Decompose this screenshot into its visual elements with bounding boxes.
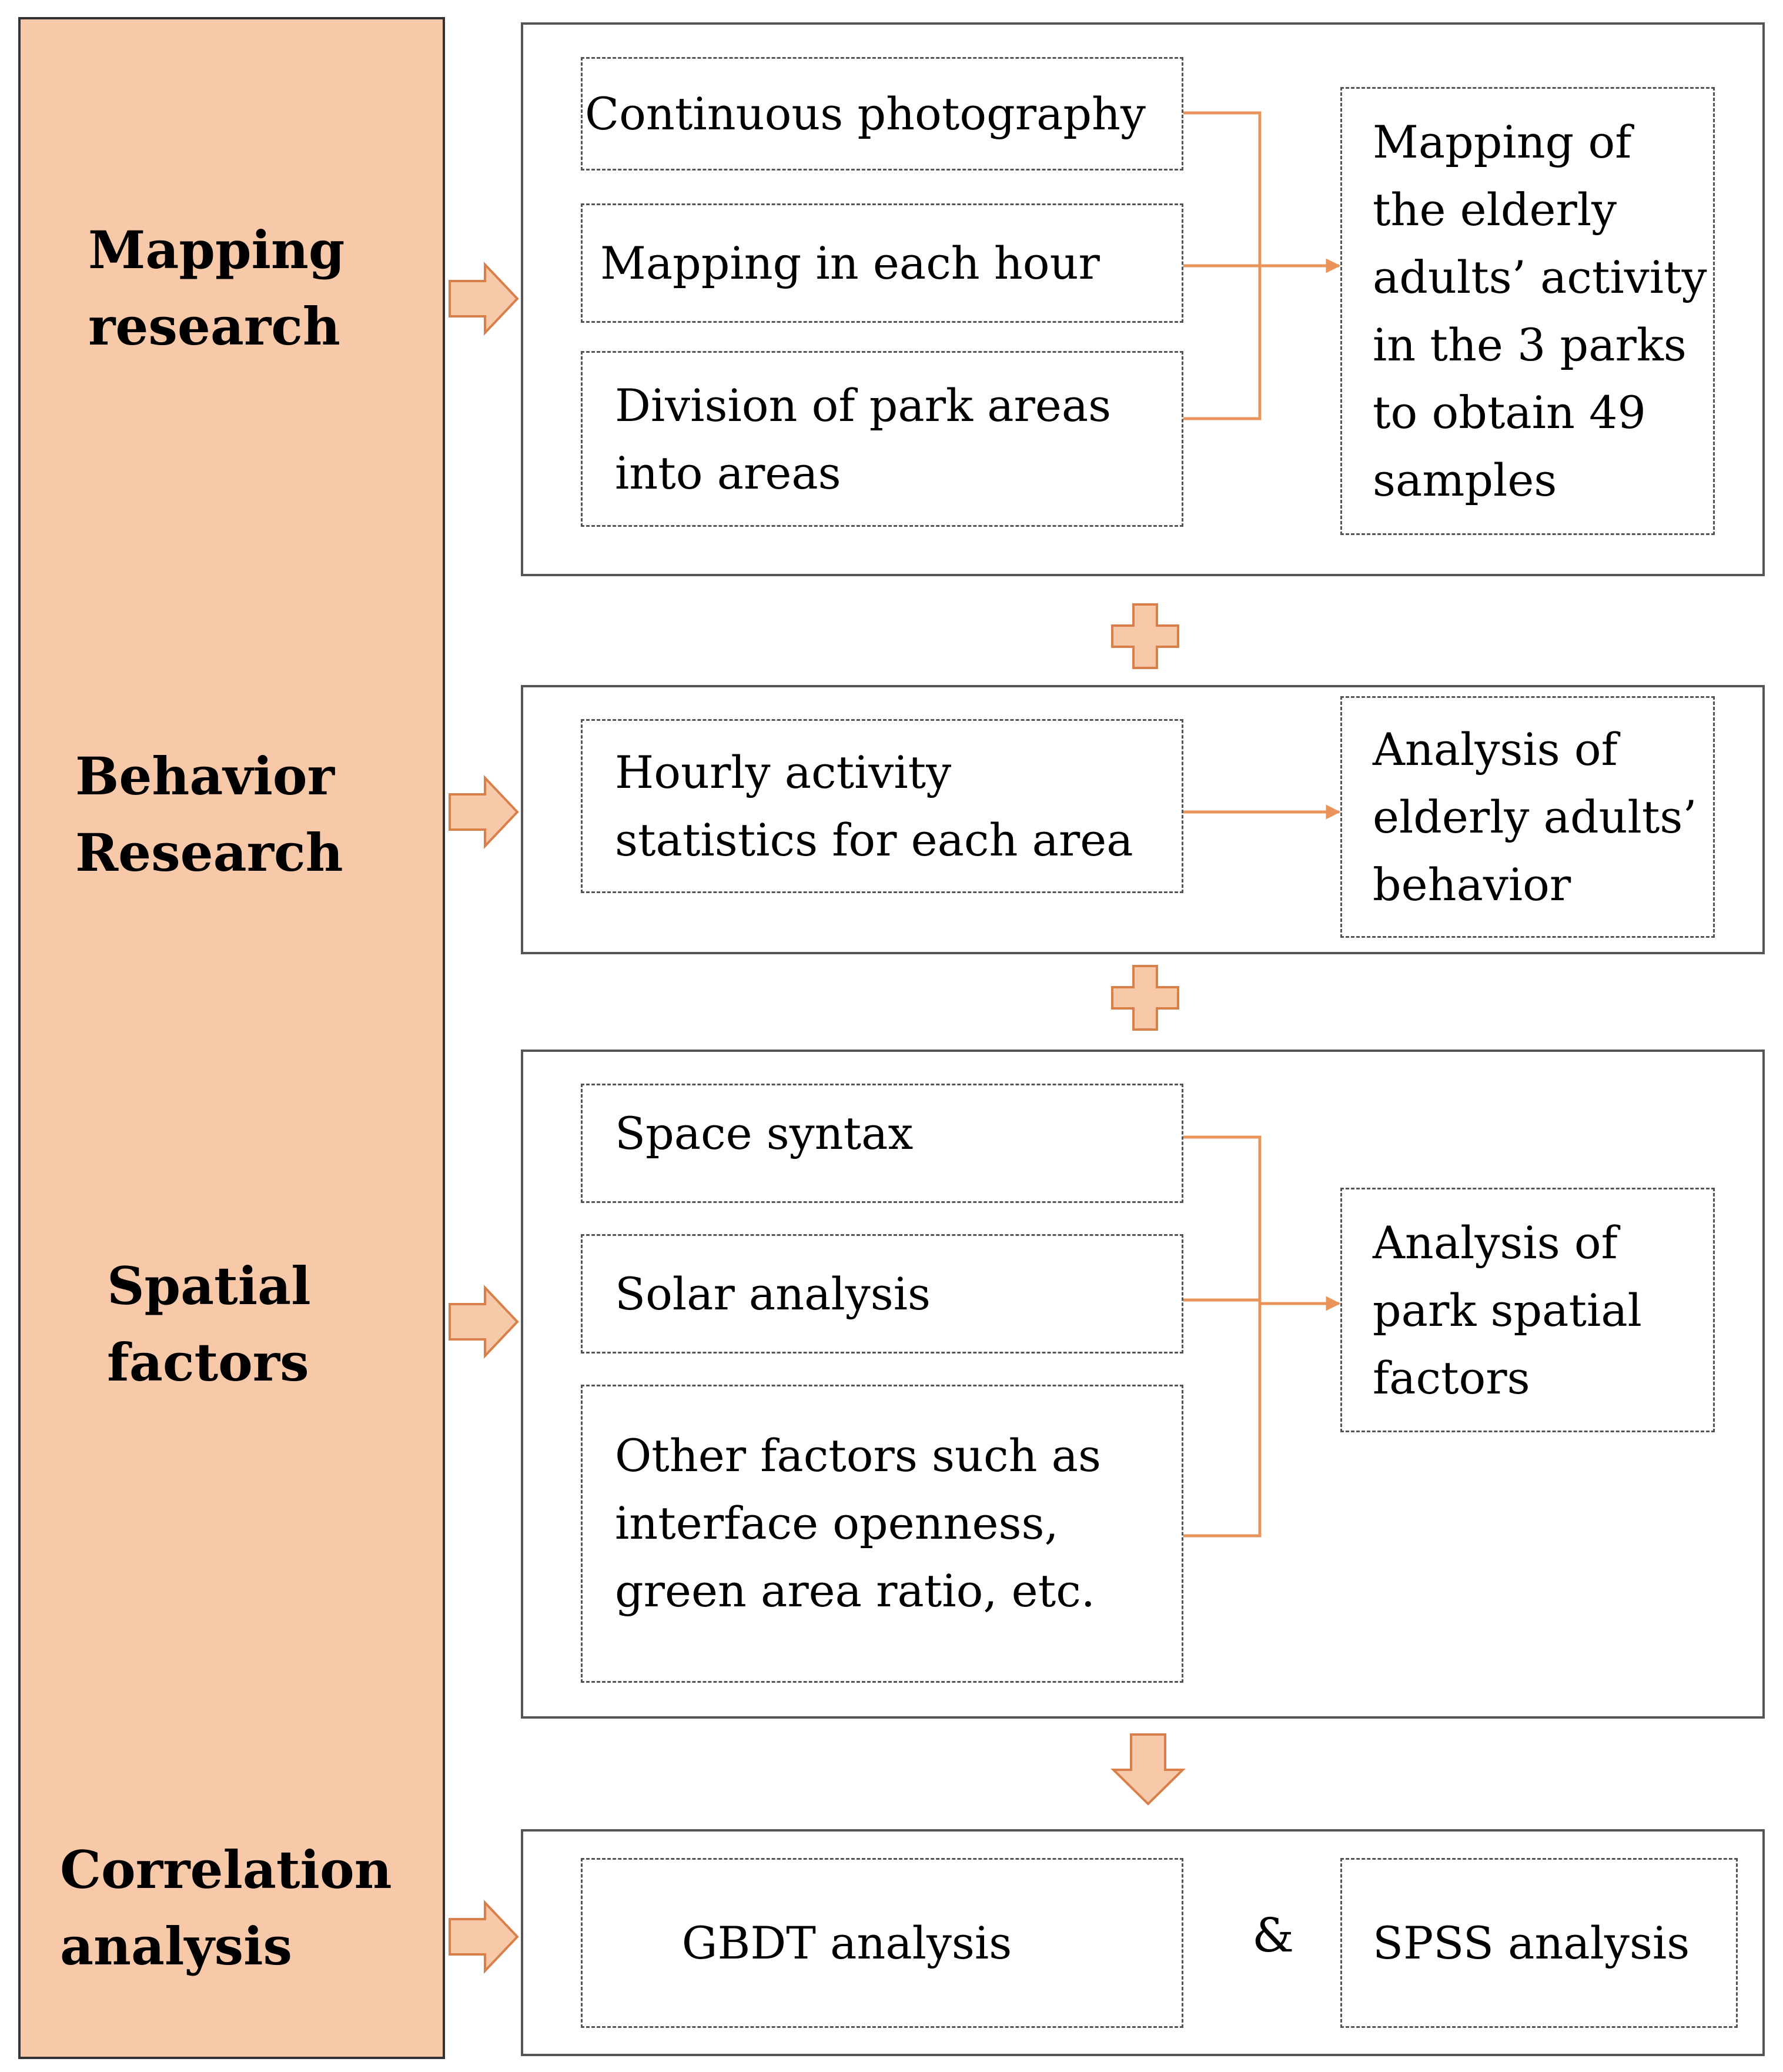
spatial-input-solar-analysis: Solar analysis xyxy=(581,1234,1183,1354)
spatial-input-2-line-1: Solar analysis xyxy=(615,1268,931,1320)
sidebar-panel xyxy=(18,17,445,2059)
spatial-output-line-3: factors xyxy=(1373,1351,1530,1404)
spatial-output-line-2: park spatial xyxy=(1373,1284,1642,1336)
block-arrow-down xyxy=(1110,1733,1186,1806)
spatial-output: Analysis of park spatial factors xyxy=(1340,1188,1715,1432)
mapping-input-3-line-1: Division of park areas xyxy=(615,379,1112,432)
mapping-output-line-4: in the 3 parks xyxy=(1373,319,1687,371)
mapping-output-line-1: Mapping of xyxy=(1373,116,1632,168)
correlation-ampersand: & xyxy=(1252,1908,1294,1963)
spatial-bracket-connector xyxy=(1183,1135,1341,1538)
mapping-output-line-6: samples xyxy=(1373,454,1557,506)
sidebar-label-behavior-line-2: Research xyxy=(75,822,343,883)
mapping-output-line-5: to obtain 49 xyxy=(1373,386,1646,439)
spatial-input-1-line-1: Space syntax xyxy=(615,1107,914,1159)
mapping-output-line-2: the elderly xyxy=(1373,183,1617,236)
mapping-bracket-connector xyxy=(1183,111,1341,420)
spatial-input-space-syntax: Space syntax xyxy=(581,1084,1183,1203)
spatial-input-3-line-2: interface openness, xyxy=(615,1497,1059,1549)
block-arrow-right-spatial xyxy=(449,1284,519,1359)
spatial-input-3-line-3: green area ratio, etc. xyxy=(615,1565,1095,1617)
mapping-output-line-3: adults’ activity xyxy=(1373,251,1707,303)
sidebar-label-correlation: Correlation analysis xyxy=(60,1832,392,1984)
sidebar-label-correlation-line-1: Correlation xyxy=(60,1839,392,1900)
plus-sign-1 xyxy=(1111,603,1179,669)
block-arrow-right-correlation xyxy=(449,1899,519,1974)
behavior-output-line-1: Analysis of xyxy=(1373,723,1618,776)
behavior-input-hourly-activity: Hourly activity statistics for each area xyxy=(581,719,1183,893)
correlation-spss: SPSS analysis xyxy=(1340,1858,1738,2028)
correlation-gbdt: GBDT analysis xyxy=(581,1858,1183,2028)
behavior-input-line-1: Hourly activity xyxy=(615,746,952,798)
sidebar-label-behavior-line-1: Behavior xyxy=(75,746,334,807)
behavior-output-line-3: behavior xyxy=(1373,858,1571,911)
mapping-input-3-line-2: into areas xyxy=(615,446,841,499)
sidebar-label-spatial-line-1: Spatial xyxy=(107,1255,311,1316)
behavior-output: Analysis of elderly adults’ behavior xyxy=(1340,696,1715,938)
sidebar-label-correlation-line-2: analysis xyxy=(60,1916,293,1977)
spatial-input-3-line-1: Other factors such as xyxy=(615,1429,1101,1482)
mapping-input-division-park-areas: Division of park areas into areas xyxy=(581,351,1183,527)
mapping-input-1-line-1: Continuous photography xyxy=(585,88,1146,140)
block-arrow-right-mapping xyxy=(449,261,519,336)
spatial-input-other-factors: Other factors such as interface openness… xyxy=(581,1385,1183,1683)
spatial-bracket xyxy=(1183,1135,1262,1538)
behavior-output-line-2: elderly adults’ xyxy=(1373,791,1697,843)
mapping-input-continuous-photography: Continuous photography xyxy=(581,57,1183,171)
correlation-gbdt-label: GBDT analysis xyxy=(681,1917,1012,1969)
block-arrow-right-behavior xyxy=(449,774,519,850)
sidebar-label-spatial: Spatial factors xyxy=(107,1248,311,1401)
mapping-output: Mapping of the elderly adults’ activity … xyxy=(1340,87,1715,535)
sidebar-label-mapping-line-1: Mapping xyxy=(88,219,345,280)
sidebar-label-mapping-line-2: research xyxy=(88,296,340,357)
sidebar-label-spatial-line-2: factors xyxy=(107,1332,309,1393)
mapping-input-2-line-1: Mapping in each hour xyxy=(600,237,1100,289)
sidebar-label-behavior: Behavior Research xyxy=(75,738,343,891)
plus-sign-2 xyxy=(1111,965,1179,1031)
behavior-input-line-2: statistics for each area xyxy=(615,814,1133,866)
spatial-output-line-1: Analysis of xyxy=(1373,1216,1618,1269)
mapping-input-mapping-each-hour: Mapping in each hour xyxy=(581,203,1183,323)
sidebar-label-mapping: Mapping research xyxy=(88,212,344,365)
correlation-spss-label: SPSS analysis xyxy=(1373,1917,1690,1969)
